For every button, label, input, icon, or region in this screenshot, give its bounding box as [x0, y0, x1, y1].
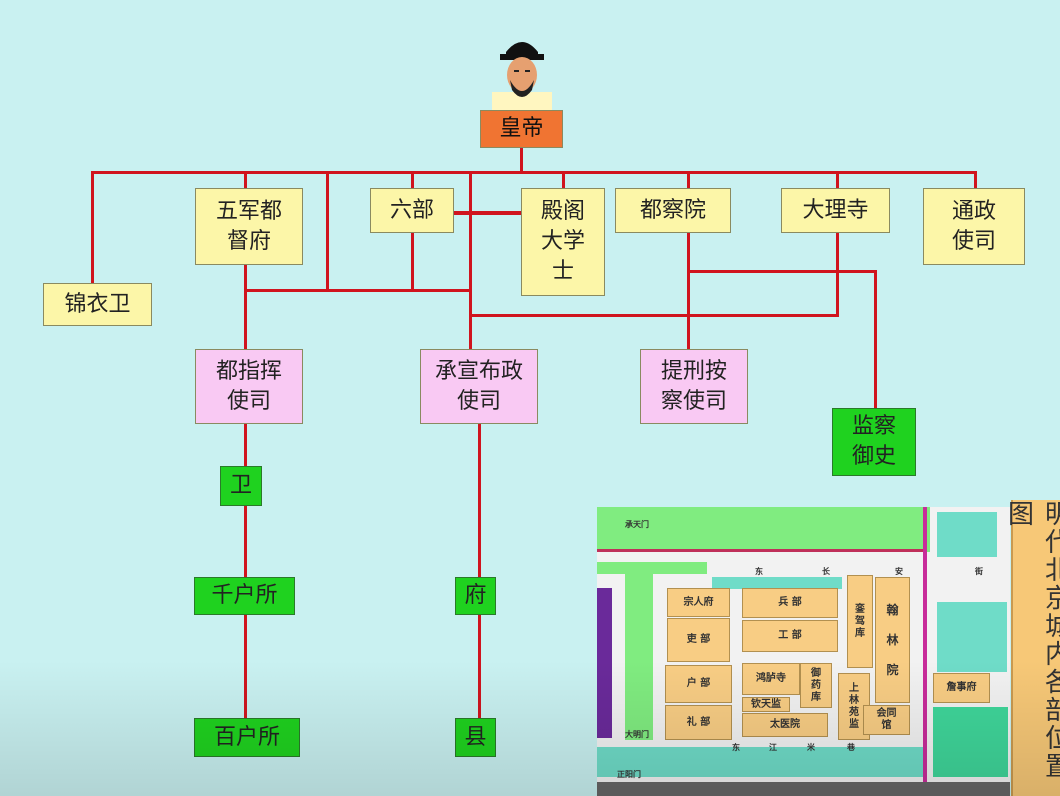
connector-line: [326, 171, 329, 291]
map-building: 工 部: [742, 620, 838, 652]
connector-line: [469, 314, 839, 317]
map-building: 宗人府: [667, 588, 730, 617]
map-building: 礼 部: [665, 705, 732, 740]
connector-line: [244, 265, 247, 349]
connector-line: [562, 171, 565, 189]
connector-line: [244, 289, 472, 292]
emperor-portrait-icon: [492, 42, 552, 110]
connector-line: [687, 270, 877, 273]
connector-line: [244, 171, 247, 189]
connector-line: [874, 270, 877, 408]
investigating-censor-box: 监察御史: [832, 408, 916, 476]
map-label: 米: [807, 743, 815, 752]
guard-box: 卫: [220, 466, 262, 506]
map-label: 江: [769, 743, 777, 752]
censorate-box: 都察院: [615, 188, 731, 233]
map-building: 户 部: [665, 665, 732, 703]
map-building: 会同馆: [863, 705, 910, 735]
county-box: 县: [455, 718, 496, 757]
prefecture-box: 府: [455, 577, 496, 615]
map-label: 街: [975, 567, 983, 576]
map-building: 兵 部: [742, 588, 838, 618]
battalion-box: 千户所: [194, 577, 295, 615]
beijing-map: 宗人府 吏 部 户 部 礼 部 兵 部 工 部 鸿胪寺 钦天监 太医院 御药库 …: [597, 507, 1010, 796]
map-label: 长: [822, 567, 830, 576]
connector-line: [454, 211, 521, 215]
map-label: 东: [755, 567, 763, 576]
company-box: 百户所: [194, 718, 300, 757]
map-title: 明代北京城内各部位置图: [1004, 500, 1060, 796]
office-of-transmission-box: 通政使司: [923, 188, 1025, 265]
map-building: 太医院: [742, 713, 828, 737]
map-building: 吏 部: [667, 618, 730, 662]
map-label: 安: [895, 567, 903, 576]
court-of-judicial-review-box: 大理寺: [781, 188, 890, 233]
grand-secretariat-box: 殿阁大学士: [521, 188, 605, 296]
connector-line: [520, 148, 523, 173]
map-label: 正阳门: [617, 770, 641, 779]
connector-line: [836, 171, 839, 189]
emperor-box: 皇帝: [480, 110, 563, 148]
connector-line: [974, 171, 977, 189]
map-building: 鸿胪寺: [742, 663, 800, 695]
map-label: 东: [732, 743, 740, 752]
connector-line: [91, 171, 977, 174]
connector-line: [91, 171, 94, 283]
regional-military-commission-box: 都指挥使司: [195, 349, 303, 424]
map-building: 钦天监: [742, 697, 790, 712]
map-building: 御药库: [800, 663, 832, 708]
connector-line: [411, 171, 414, 189]
connector-line: [687, 233, 690, 349]
six-ministries-box: 六部: [370, 188, 454, 233]
connector-line: [687, 171, 690, 189]
map-label: 巷: [847, 743, 855, 752]
map-label: 承天门: [625, 520, 649, 529]
five-military-commissions-box: 五军都督府: [195, 188, 303, 265]
map-building: 銮驾库: [847, 575, 873, 668]
connector-line: [478, 424, 481, 718]
provincial-administration-box: 承宣布政使司: [420, 349, 538, 424]
connector-line: [411, 233, 414, 291]
connector-line: [836, 233, 839, 316]
provincial-surveillance-box: 提刑按察使司: [640, 349, 748, 424]
connector-line: [244, 424, 247, 718]
map-label: 大明门: [625, 730, 649, 739]
embroidered-uniform-guard-box: 锦衣卫: [43, 283, 152, 326]
connector-line: [469, 171, 472, 349]
map-building: 翰林院: [875, 577, 910, 703]
map-building: 詹事府: [933, 673, 990, 703]
